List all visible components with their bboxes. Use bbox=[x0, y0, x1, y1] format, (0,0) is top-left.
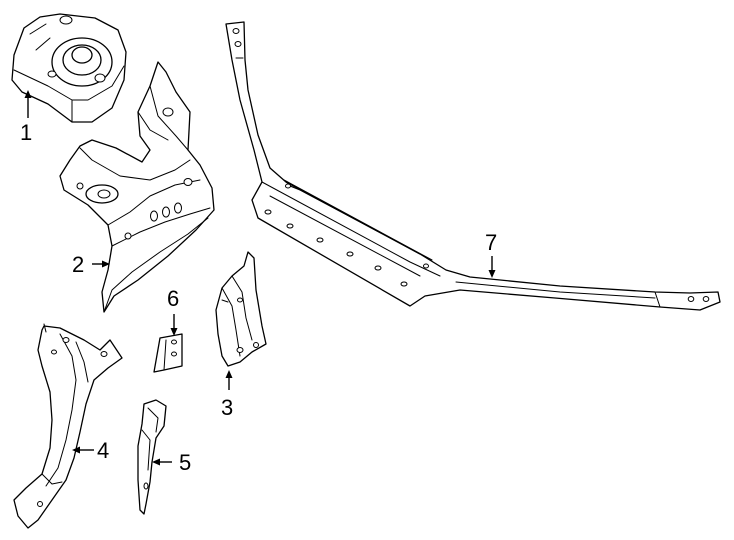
callout-leaders bbox=[24, 90, 496, 466]
callout-6: 6 bbox=[167, 286, 179, 311]
callout-3: 3 bbox=[221, 395, 233, 420]
part-5-reinforcement[interactable] bbox=[137, 399, 167, 515]
part-6-small-bracket[interactable] bbox=[153, 333, 183, 373]
callout-1: 1 bbox=[20, 120, 32, 145]
part-1-strut-mount[interactable] bbox=[11, 13, 127, 123]
callout-4: 4 bbox=[97, 438, 109, 463]
callout-5: 5 bbox=[179, 450, 191, 475]
callout-7: 7 bbox=[485, 230, 497, 255]
part-7-cross-brace[interactable] bbox=[225, 21, 721, 311]
callout-2: 2 bbox=[72, 252, 84, 277]
part-4-pillar-rail[interactable] bbox=[13, 323, 123, 529]
part-3-bracket[interactable] bbox=[215, 251, 267, 367]
part-2-apron-assembly[interactable] bbox=[59, 61, 215, 313]
